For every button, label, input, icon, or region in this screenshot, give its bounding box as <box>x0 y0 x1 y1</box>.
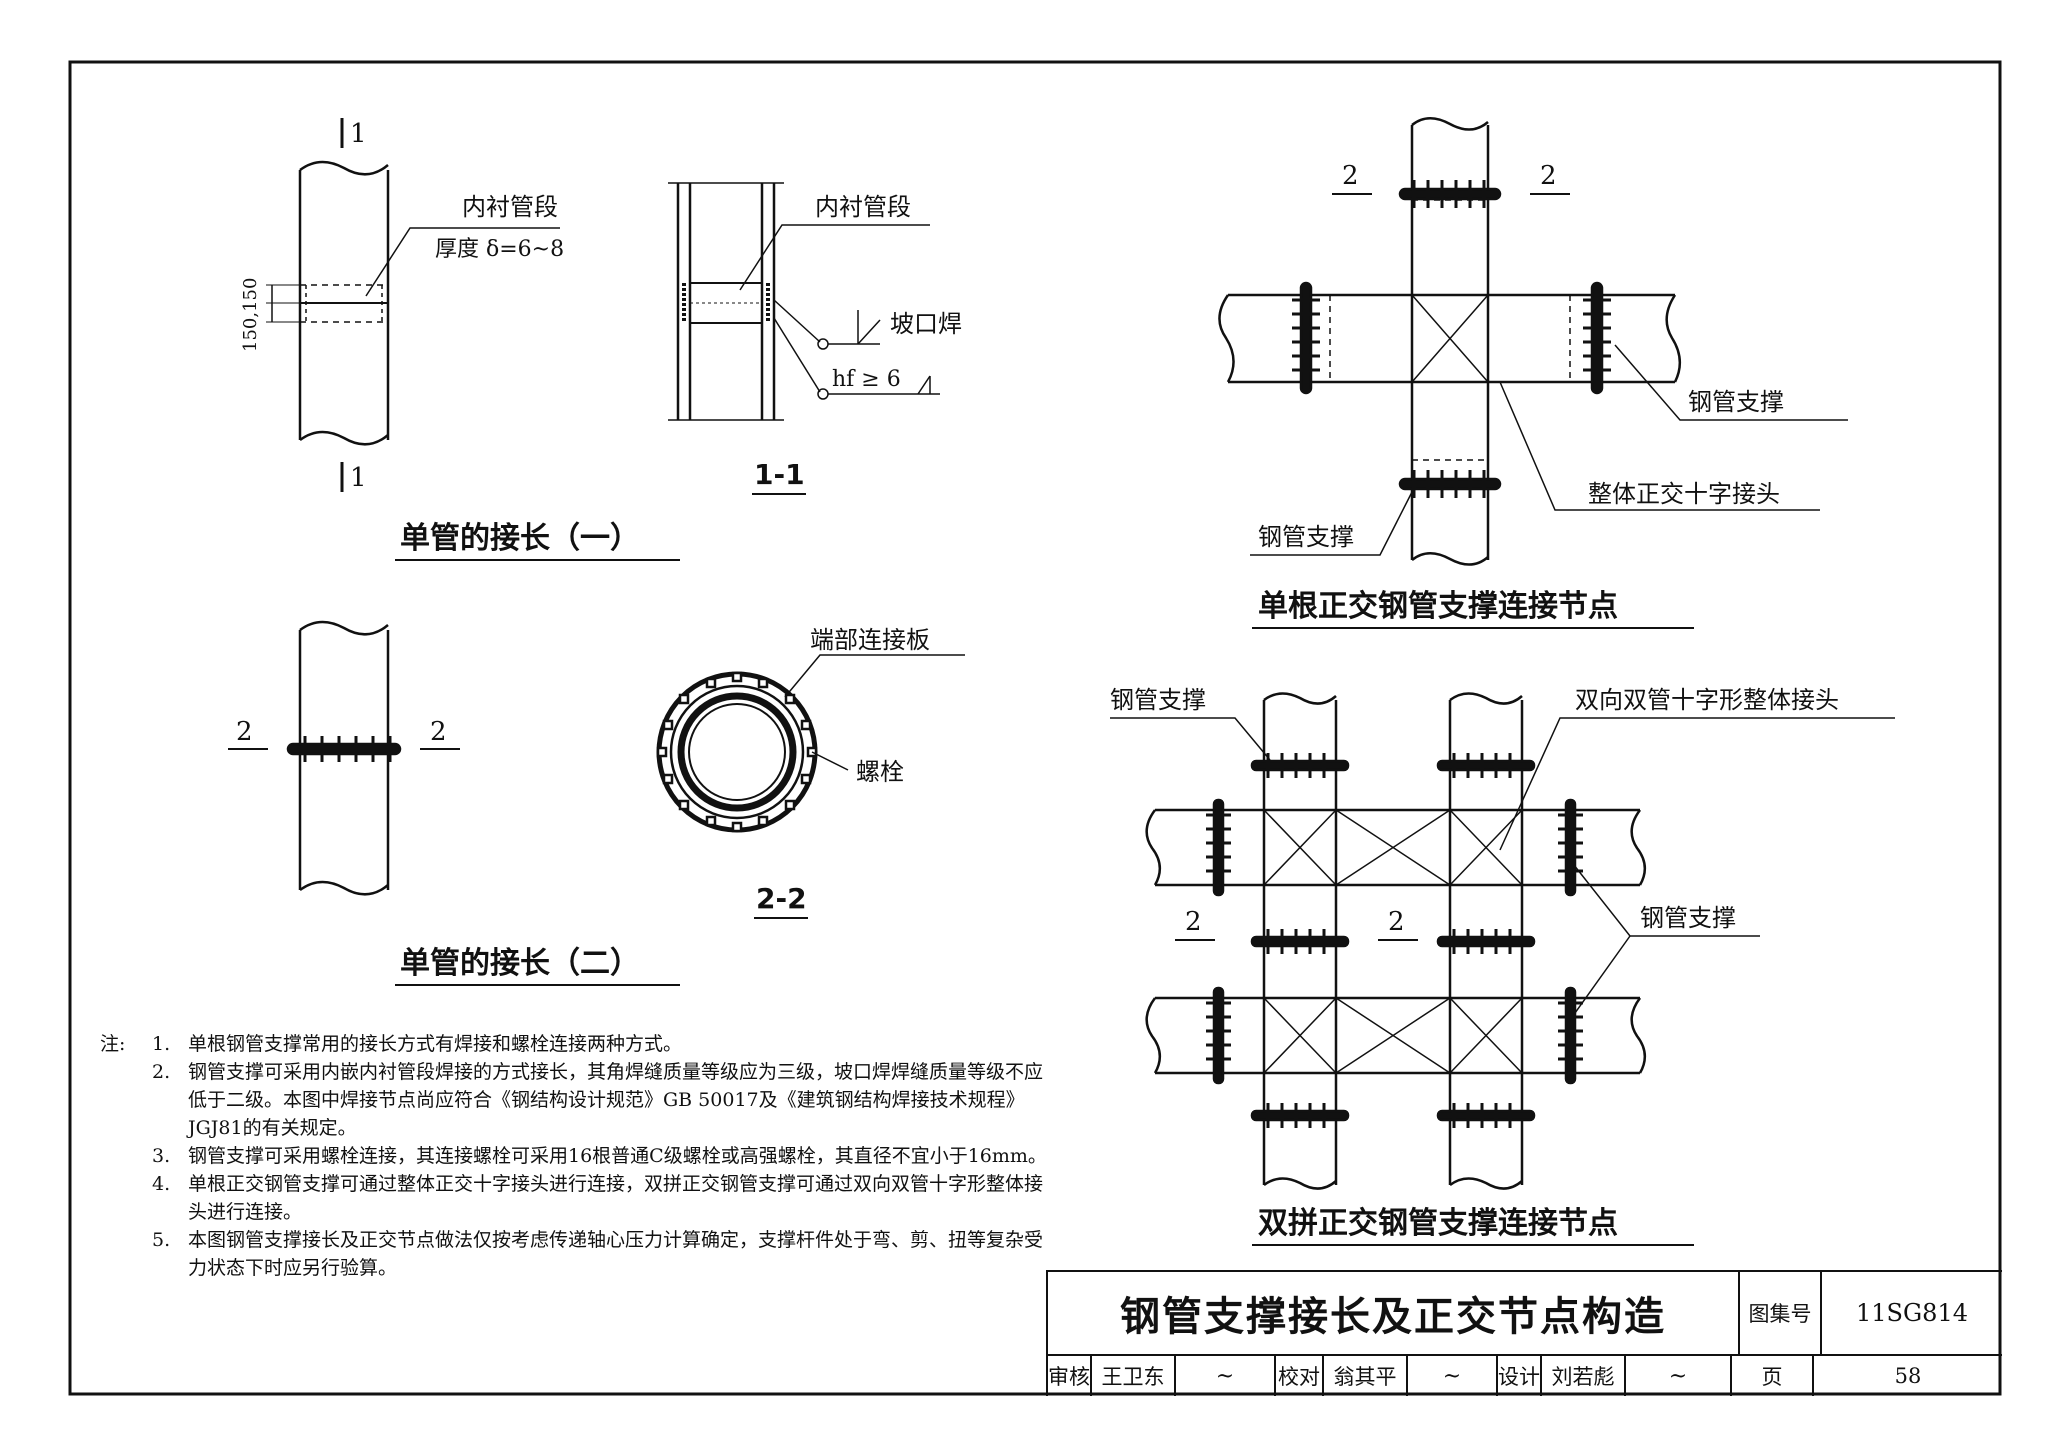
double-orthogonal-node <box>1110 692 1895 1190</box>
section-mark-double-right: 2 <box>1388 907 1405 937</box>
note-text: 单根正交钢管支撑可通过整体正交十字接头进行连接，双拼正交钢管支撑可通过双向双管十… <box>188 1173 1044 1223</box>
steel-brace-label-left: 钢管支撑 <box>1258 523 1354 551</box>
section-mark-node-right: 2 <box>1540 161 1557 191</box>
designer-name: 刘若彪 <box>1542 1356 1626 1396</box>
caption-double-node: 双拼正交钢管支撑连接节点 <box>1258 1206 1618 1241</box>
designer-signature: ~ <box>1626 1356 1732 1396</box>
design-label: 设计 <box>1498 1356 1542 1396</box>
reviewer-name: 王卫东 <box>1092 1356 1176 1396</box>
atlas-number: 11SG814 <box>1822 1272 2002 1356</box>
flange-bolts <box>656 671 818 833</box>
hf-label: hf ≥ 6 <box>832 367 901 392</box>
note-number: 2. <box>152 1061 171 1083</box>
sheet-frame <box>68 60 2002 1396</box>
section-mark-1-top: 1 <box>350 119 367 149</box>
caption-section-1-1: 1-1 <box>754 458 805 491</box>
atlas-number-label: 图集号 <box>1740 1272 1822 1356</box>
note-text: 钢管支撑可采用内嵌内衬管段焊接的方式接长，其角焊缝质量等级应为三级，坡口焊焊缝质… <box>188 1061 1044 1139</box>
reviewer-signature: ~ <box>1176 1356 1276 1396</box>
dimension-text: 150,150 <box>240 278 261 352</box>
note-number: 1. <box>152 1033 171 1055</box>
checker-signature: ~ <box>1408 1356 1498 1396</box>
notes-lead: 注: <box>100 1033 126 1055</box>
end-plate-label: 端部连接板 <box>810 626 930 654</box>
note-item: 5. 本图钢管支撑接长及正交节点做法仅按考虑传递轴心压力计算确定，支撑杆件处于弯… <box>100 1226 1060 1282</box>
section-mark-node-left: 2 <box>1342 161 1359 191</box>
note-number: 5. <box>152 1229 171 1251</box>
liner-label-section: 内衬管段 <box>815 193 911 221</box>
detail-1-splice-welded <box>266 118 560 492</box>
signature-row: 审核 王卫东 ~ 校对 翁其平 ~ 设计 刘若彪 ~ 页 58 <box>1048 1356 2002 1396</box>
section-mark-1-bottom: 1 <box>350 463 367 493</box>
note-item: 4. 单根正交钢管支撑可通过整体正交十字接头进行连接，双拼正交钢管支撑可通过双向… <box>100 1170 1060 1226</box>
note-item: 注: 1. 单根钢管支撑常用的接长方式有焊接和螺栓连接两种方式。 <box>100 1030 1060 1058</box>
cross-joint-label: 整体正交十字接头 <box>1588 480 1780 508</box>
caption-single-node: 单根正交钢管支撑连接节点 <box>1258 589 1618 624</box>
section-2-2-flange <box>656 654 965 833</box>
caption-section-2-2: 2-2 <box>756 882 807 915</box>
caption-detail-2: 单管的接长（二） <box>400 946 640 981</box>
steel-brace-label-right-2: 钢管支撑 <box>1640 904 1736 932</box>
section-mark-double-left: 2 <box>1185 907 1202 937</box>
note-text: 本图钢管支撑接长及正交节点做法仅按考虑传递轴心压力计算确定，支撑杆件处于弯、剪、… <box>188 1229 1044 1279</box>
section-mark-2-left: 2 <box>236 717 253 747</box>
single-orthogonal-node <box>1218 117 1848 566</box>
note-item: 3. 钢管支撑可采用螺栓连接，其连接螺栓可采用16根普通C级螺栓或高强螺栓，其直… <box>100 1142 1060 1170</box>
double-cross-joint-label: 双向双管十字形整体接头 <box>1575 686 1839 714</box>
notes-block: 注: 1. 单根钢管支撑常用的接长方式有焊接和螺栓连接两种方式。 2. 钢管支撑… <box>100 1030 1060 1282</box>
thickness-label: 厚度 δ=6~8 <box>435 237 564 262</box>
steel-brace-label-top: 钢管支撑 <box>1110 686 1206 714</box>
groove-weld-label: 坡口焊 <box>890 310 962 338</box>
detail-2-splice-bolted <box>228 620 460 896</box>
caption-detail-1: 单管的接长（一） <box>400 521 640 556</box>
page-number: 58 <box>1894 1364 1922 1388</box>
note-text: 钢管支撑可采用螺栓连接，其连接螺栓可采用16根普通C级螺栓或高强螺栓，其直径不宜… <box>188 1145 1047 1167</box>
review-label: 审核 <box>1048 1356 1092 1396</box>
note-number: 3. <box>152 1145 171 1167</box>
check-label: 校对 <box>1276 1356 1324 1396</box>
section-mark-2-right: 2 <box>430 717 447 747</box>
title-block: 钢管支撑接长及正交节点构造 图集号 11SG814 审核 王卫东 ~ 校对 翁其… <box>1046 1270 2002 1396</box>
liner-label: 内衬管段 <box>462 193 558 221</box>
checker-name: 翁其平 <box>1324 1356 1408 1396</box>
note-item: 2. 钢管支撑可采用内嵌内衬管段焊接的方式接长，其角焊缝质量等级应为三级，坡口焊… <box>100 1058 1060 1142</box>
note-text: 单根钢管支撑常用的接长方式有焊接和螺栓连接两种方式。 <box>188 1033 683 1055</box>
note-number: 4. <box>152 1173 171 1195</box>
page-label: 页 <box>1732 1356 1814 1396</box>
bolt-label: 螺栓 <box>856 758 904 786</box>
section-1-1 <box>668 182 940 421</box>
drawing-title: 钢管支撑接长及正交节点构造 <box>1048 1272 1740 1356</box>
steel-brace-label-right: 钢管支撑 <box>1688 388 1784 416</box>
